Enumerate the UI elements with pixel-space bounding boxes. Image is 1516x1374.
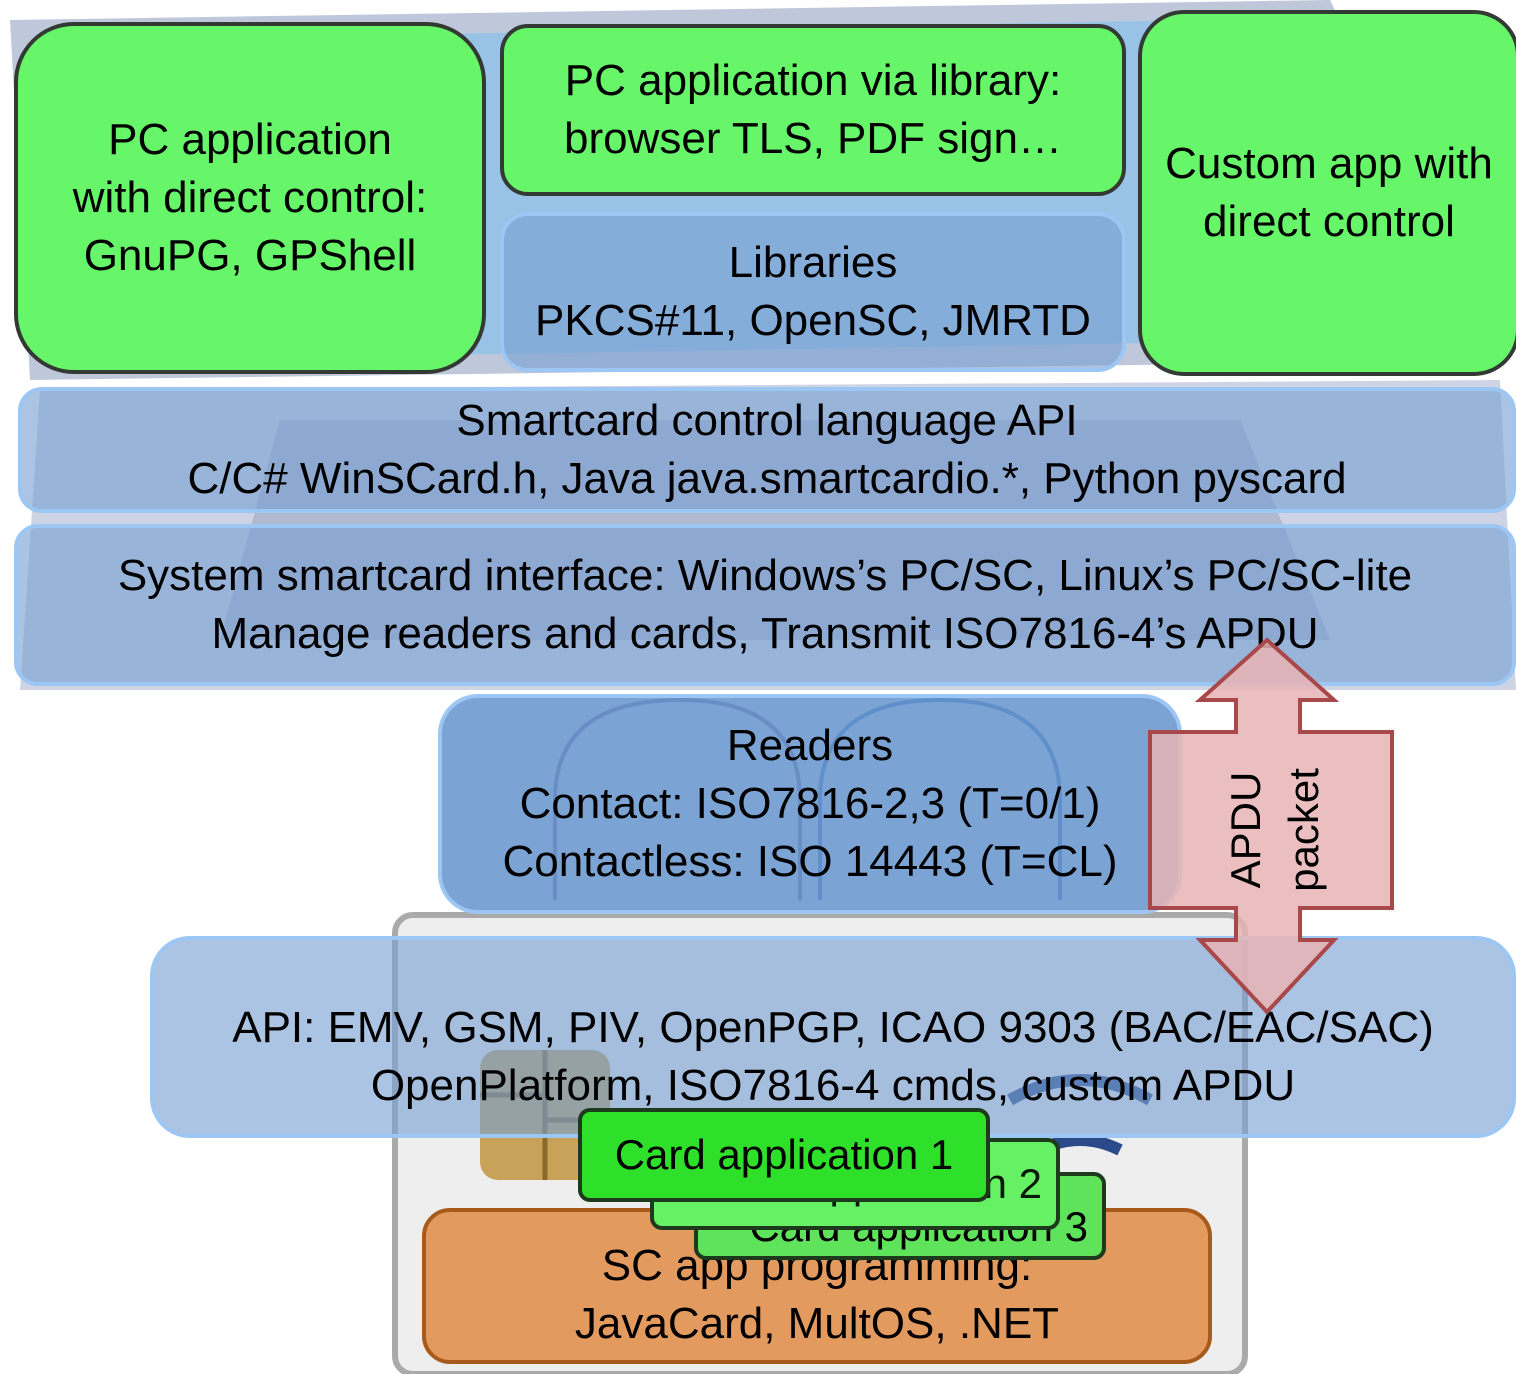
readers-box: Readers Contact: ISO7816-2,3 (T=0/1) Con… [438, 694, 1182, 914]
libraries-title: Libraries [728, 238, 898, 287]
pc-application-library-box: PC application via library: browser TLS,… [500, 24, 1126, 196]
libraries-box: Libraries PKCS#11, OpenSC, JMRTD [500, 212, 1126, 372]
readers-contactless: Contactless: ISO 14443 (T=CL) [502, 837, 1118, 886]
pc-application-direct-box: PC application with direct control: GnuP… [14, 22, 486, 374]
custom-app-box: Custom app with direct control [1138, 10, 1516, 376]
pc-app-direct-line-2: with direct control: [72, 173, 428, 222]
card-api-title: API: EMV, GSM, PIV, OpenPGP, ICAO 9303 (… [232, 1003, 1434, 1052]
apdu-label-line-2: packet [1280, 768, 1327, 892]
card-application-1: Card application 1 [578, 1108, 990, 1202]
pc-app-library-line-1: PC application via library: [564, 56, 1062, 105]
control-api-title: Smartcard control language API [456, 396, 1078, 445]
readers-contact: Contact: ISO7816-2,3 (T=0/1) [519, 779, 1101, 828]
apdu-packet-label: APDU packet [1217, 700, 1333, 960]
system-interface-title: System smartcard interface: Windows’s PC… [117, 551, 1413, 600]
control-api-detail: C/C# WinSCard.h, Java java.smartcardio.*… [187, 454, 1347, 503]
system-interface-detail: Manage readers and cards, Transmit ISO78… [211, 609, 1319, 658]
readers-title: Readers [726, 721, 894, 770]
custom-app-line-2: direct control [1203, 197, 1455, 246]
card-application-1-label: Card application 1 [614, 1131, 954, 1178]
system-smartcard-interface-box: System smartcard interface: Windows’s PC… [14, 524, 1516, 686]
pc-app-direct-line-3: GnuPG, GPShell [83, 231, 417, 280]
sc-programming-list: JavaCard, MultOS, .NET [574, 1299, 1060, 1348]
libraries-list: PKCS#11, OpenSC, JMRTD [535, 296, 1091, 345]
apdu-label-line-1: APDU [1222, 771, 1269, 889]
pc-app-direct-line-1: PC application [108, 115, 392, 164]
pc-app-library-line-2: browser TLS, PDF sign… [563, 114, 1062, 163]
control-language-api-box: Smartcard control language API C/C# WinS… [18, 387, 1516, 513]
card-api-detail: OpenPlatform, ISO7816-4 cmds, custom APD… [370, 1061, 1296, 1110]
custom-app-line-1: Custom app with [1165, 139, 1493, 188]
